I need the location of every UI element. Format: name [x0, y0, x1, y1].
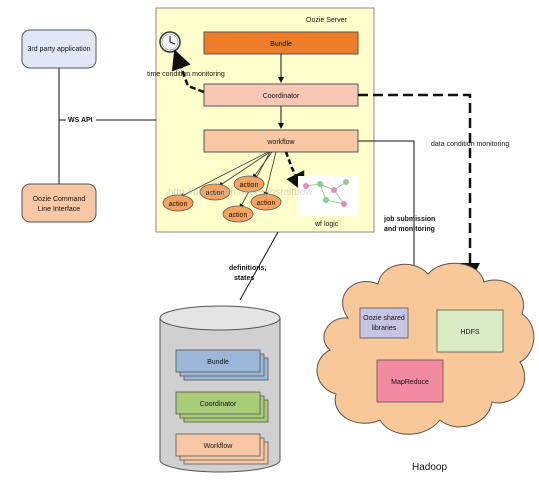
hdfs-label: HDFS — [460, 329, 479, 336]
ws-api-label-bg — [66, 113, 96, 125]
action-label: action — [169, 201, 188, 208]
coordinator-label: Coordinator — [263, 93, 300, 100]
db-workflow-label: Workflow — [204, 443, 234, 450]
action-label: action — [229, 212, 248, 219]
workflow-action-line — [218, 151, 271, 187]
action-node: action — [162, 194, 194, 212]
cli-label-line1: Oozie Command — [33, 196, 86, 203]
wf-logic-label: wf logic — [314, 221, 339, 228]
clock-icon — [159, 31, 181, 53]
definitions-label-line1: definitions, — [229, 265, 266, 272]
action-node: action — [222, 205, 254, 223]
workflow-action-line — [252, 151, 273, 179]
time-condition-label: time condition monitoring — [147, 71, 225, 78]
action-node: action — [233, 175, 265, 193]
hadoop-label: Hadoop — [412, 462, 447, 473]
wf-logic-arrow — [284, 151, 305, 193]
server-to-db-line — [239, 231, 279, 301]
oozie-server-title: Oozie Server — [306, 17, 348, 24]
action-label: action — [257, 200, 276, 207]
cli-label-line2: Line Interface — [38, 206, 81, 213]
watermark: http://blog.csdn.net/erghsraitbow — [168, 187, 313, 198]
action-label: action — [206, 190, 225, 197]
workflow-label: workflow — [266, 139, 295, 146]
time-monitoring-arrow — [171, 49, 205, 94]
third-party-app-node: 3rd party application — [21, 29, 97, 69]
bundle-label: Bundle — [270, 41, 292, 48]
action-node: action — [199, 183, 231, 201]
definitions-label-line2: states — [234, 275, 254, 282]
coordinator-node: Coordinator — [203, 83, 359, 107]
hdfs-node: HDFS — [436, 309, 504, 353]
wf-logic-graph-icon — [298, 176, 358, 216]
db-workflow-stack: Workflow — [175, 433, 269, 465]
job-submission-label-line1: job submission — [383, 216, 435, 223]
data-condition-arrow — [358, 93, 480, 283]
mapreduce-node: MapReduce — [376, 359, 444, 403]
db-coordinator-label: Coordinator — [200, 401, 237, 408]
workflow-action-line — [263, 151, 277, 197]
shared-libraries-node: Oozie shared libraries — [359, 307, 409, 339]
bundle-node: Bundle — [203, 31, 359, 55]
ws-api-label: WS API — [68, 117, 93, 124]
action-group: action action action action action — [162, 151, 282, 223]
third-party-app-label: 3rd party application — [27, 46, 90, 53]
db-bundle-stack: Bundle — [175, 349, 269, 381]
mapreduce-label: MapReduce — [391, 379, 429, 386]
workflow-node: workflow — [203, 129, 359, 153]
db-bundle-label: Bundle — [207, 359, 229, 366]
workflow-action-line — [179, 151, 269, 198]
cli-node: Oozie Command Line Interface — [21, 183, 97, 223]
shared-libraries-label-line1: Oozie shared — [363, 315, 405, 322]
job-submission-label-line2: and monitoring — [384, 226, 435, 233]
shared-libraries-label-line2: libraries — [372, 325, 397, 332]
db-coordinator-stack: Coordinator — [175, 391, 269, 423]
action-label: action — [240, 182, 259, 189]
data-condition-label: data condition monitoring — [431, 141, 509, 148]
action-node: action — [250, 193, 282, 211]
database-cylinder: Bundle Coordinator Workflow — [159, 305, 281, 473]
hadoop-cloud — [316, 262, 535, 435]
